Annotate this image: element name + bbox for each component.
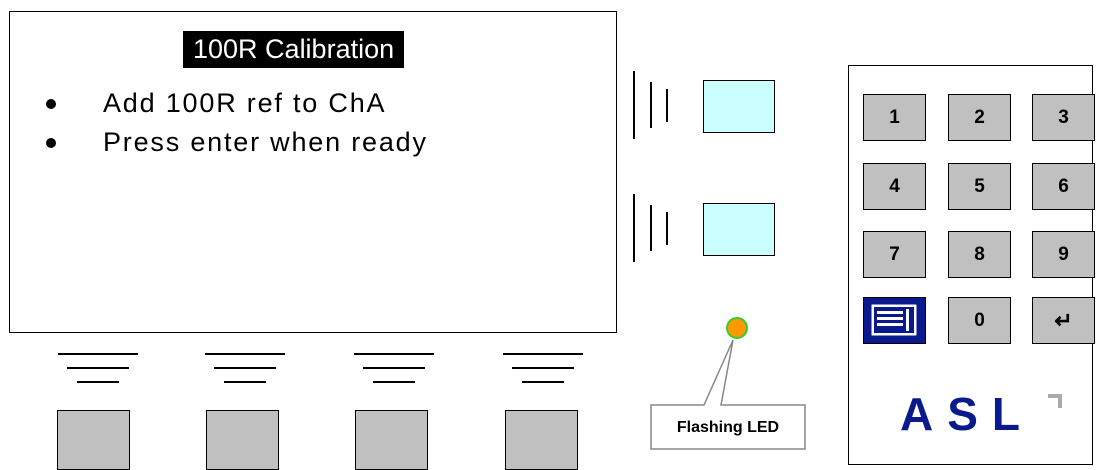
menu-list-icon — [871, 304, 917, 336]
key-8[interactable]: 8 — [948, 231, 1011, 278]
screen-title: 100R Calibration — [183, 31, 405, 68]
key-9[interactable]: 9 — [1032, 231, 1095, 278]
led-indicator — [726, 317, 748, 339]
key-2[interactable]: 2 — [948, 94, 1011, 141]
led-callout — [650, 339, 806, 450]
svg-text:ASL: ASL — [900, 388, 1034, 440]
display-screen: 100R Calibration Add 100R ref to ChA Pre… — [9, 11, 617, 333]
key-5[interactable]: 5 — [948, 163, 1011, 210]
side-key-top[interactable] — [703, 80, 775, 133]
enter-icon: ↵ — [1054, 308, 1073, 333]
key-6[interactable]: 6 — [1032, 163, 1095, 210]
side-key-bottom[interactable] — [703, 203, 775, 256]
bullet-icon — [46, 98, 56, 109]
screen-line-text: Add 100R ref to ChA — [103, 88, 387, 118]
key-0[interactable]: 0 — [948, 297, 1011, 344]
screen-line-text: Press enter when ready — [103, 127, 428, 157]
enter-key[interactable]: ↵ — [1032, 297, 1095, 344]
bullet-icon — [46, 137, 56, 148]
screen-line: Press enter when ready — [46, 127, 428, 158]
led-label: Flashing LED — [676, 419, 780, 436]
menu-key[interactable] — [863, 297, 926, 344]
asl-logo-mark: ASL — [900, 388, 1062, 440]
key-3[interactable]: 3 — [1032, 94, 1095, 141]
key-1[interactable]: 1 — [863, 94, 926, 141]
screen-line: Add 100R ref to ChA — [46, 88, 386, 119]
key-4[interactable]: 4 — [863, 163, 926, 210]
asl-logo: ASL — [900, 388, 1070, 452]
key-7[interactable]: 7 — [863, 231, 926, 278]
